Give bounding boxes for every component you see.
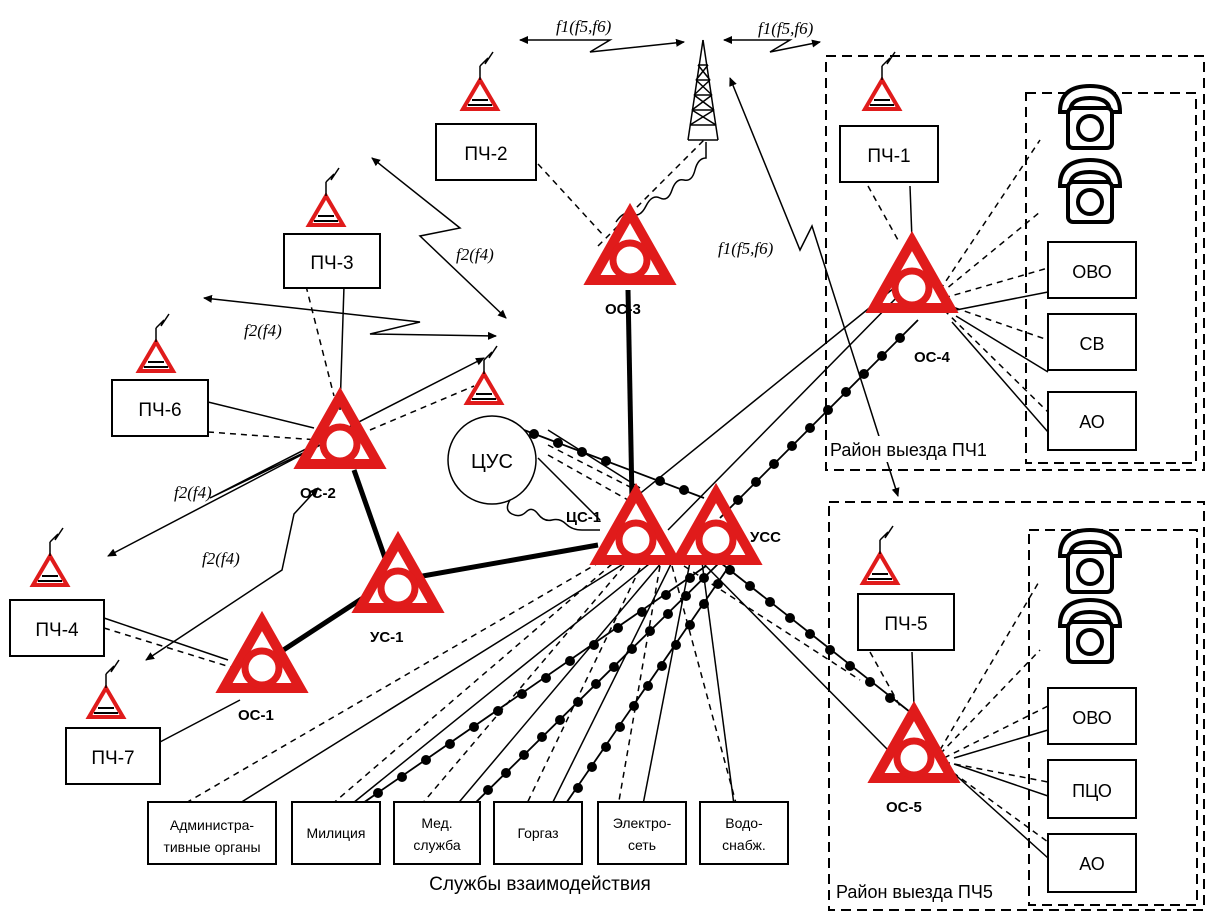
cs1-label: ЦС-1 bbox=[566, 509, 601, 526]
freq-label-f1-left: f1(f5,f6) bbox=[556, 17, 612, 36]
antenna-pch4-icon bbox=[31, 526, 69, 587]
uss-label: УСС bbox=[750, 529, 781, 546]
svg-text:снабж.: снабж. bbox=[722, 837, 766, 853]
subscriber-ao-5: АО bbox=[1047, 833, 1137, 893]
svg-text:АО: АО bbox=[1079, 412, 1105, 432]
station-pch7: ПЧ-7 bbox=[65, 727, 161, 785]
district-1-frame bbox=[825, 55, 1205, 471]
service-gas: Горгаз bbox=[493, 801, 583, 865]
services-caption: Службы взаимодействия bbox=[429, 874, 651, 895]
subscriber-ovo-1: ОВО bbox=[1047, 241, 1137, 299]
freq-label-f1-diag: f1(f5,f6) bbox=[718, 239, 774, 258]
svg-text:Горгаз: Горгаз bbox=[517, 825, 558, 841]
svg-text:СВ: СВ bbox=[1079, 334, 1104, 354]
svg-text:тивные органы: тивные органы bbox=[163, 839, 260, 855]
station-pch6: ПЧ-6 bbox=[111, 379, 209, 437]
antenna-pch5-icon bbox=[861, 524, 899, 585]
os1-node-icon bbox=[224, 621, 300, 688]
os2-label: ОС-2 bbox=[300, 485, 336, 502]
freq-label-f2-left: f2(f4) bbox=[174, 483, 212, 502]
antenna-pch2-icon bbox=[461, 50, 499, 111]
os3-label: ОС-3 bbox=[605, 301, 641, 318]
svg-text:Водо-: Водо- bbox=[725, 815, 763, 831]
svg-text:ПЧ-1: ПЧ-1 bbox=[867, 146, 910, 167]
wavy-link-cus-cs1 bbox=[506, 499, 600, 531]
os4-node-icon bbox=[874, 241, 950, 308]
os5-node-icon bbox=[876, 711, 952, 778]
svg-text:Милиция: Милиция bbox=[307, 825, 366, 841]
telephone-icon bbox=[1058, 158, 1122, 224]
subscriber-ao-1: АО bbox=[1047, 391, 1137, 451]
antenna-cus-icon bbox=[465, 344, 503, 405]
district-5-frame bbox=[828, 501, 1205, 911]
svg-text:Мед.: Мед. bbox=[421, 815, 452, 831]
subscriber-ovo-5: ОВО bbox=[1047, 687, 1137, 745]
svg-text:Электро-: Электро- bbox=[613, 815, 672, 831]
telephone-icon bbox=[1058, 84, 1122, 150]
subscriber-pco-5: ПЦО bbox=[1047, 759, 1137, 819]
station-pch4: ПЧ-4 bbox=[9, 599, 105, 657]
antenna-pch1-icon bbox=[863, 50, 901, 111]
os5-label: ОС-5 bbox=[886, 799, 922, 816]
os1-label: ОС-1 bbox=[238, 707, 274, 724]
subscriber-sv-1: СВ bbox=[1047, 313, 1137, 371]
cs1-node-icon bbox=[598, 493, 674, 560]
bead-links bbox=[349, 319, 919, 813]
svg-text:ПЧ-3: ПЧ-3 bbox=[310, 253, 353, 274]
antenna-pch3-icon bbox=[307, 166, 345, 227]
antenna-pch6-icon bbox=[137, 312, 175, 373]
district-5-label: Район выезда ПЧ5 bbox=[836, 882, 993, 902]
svg-text:ПЧ-6: ПЧ-6 bbox=[138, 400, 181, 421]
station-pch5: ПЧ-5 bbox=[857, 593, 955, 651]
svg-text:ПЧ-2: ПЧ-2 bbox=[464, 144, 507, 165]
telephone-icon bbox=[1058, 598, 1122, 664]
os4-label: ОС-4 bbox=[914, 349, 950, 366]
freq-label-f2-upper: f2(f4) bbox=[456, 245, 494, 264]
cus-circle bbox=[447, 415, 537, 505]
svg-text:ОВО: ОВО bbox=[1072, 262, 1111, 282]
svg-text:сеть: сеть bbox=[628, 837, 656, 853]
svg-text:служба: служба bbox=[413, 837, 461, 853]
district-1-label: Район выезда ПЧ1 bbox=[830, 440, 987, 460]
trunk-lines bbox=[260, 289, 635, 667]
svg-text:АО: АО bbox=[1079, 854, 1105, 874]
svg-text:ПЦО: ПЦО bbox=[1072, 781, 1112, 801]
svg-text:ОВО: ОВО bbox=[1072, 708, 1111, 728]
freq-label-f2-low: f2(f4) bbox=[202, 549, 240, 568]
service-power: Электро- сеть bbox=[597, 801, 687, 865]
uss-node-icon bbox=[678, 493, 754, 560]
station-pch3: ПЧ-3 bbox=[283, 233, 381, 289]
svg-text:Администра-: Администра- bbox=[170, 817, 254, 833]
antenna-pch7-icon bbox=[87, 658, 125, 719]
service-admin: Администра- тивные органы bbox=[147, 801, 277, 865]
svg-text:ПЧ-5: ПЧ-5 bbox=[884, 614, 927, 635]
os2-node-icon bbox=[302, 397, 378, 464]
svg-text:ПЧ-4: ПЧ-4 bbox=[35, 620, 79, 641]
service-water: Водо- снабж. bbox=[699, 801, 789, 865]
telephone-icon bbox=[1058, 528, 1122, 594]
service-medical: Мед. служба bbox=[393, 801, 481, 865]
freq-label-f1-right: f1(f5,f6) bbox=[758, 19, 814, 38]
station-pch2: ПЧ-2 bbox=[435, 123, 537, 181]
freq-label-f2-mid: f2(f4) bbox=[244, 321, 282, 340]
cus-label: ЦУС bbox=[471, 451, 513, 473]
radio-tower-icon bbox=[687, 39, 719, 141]
service-police: Милиция bbox=[291, 801, 381, 865]
station-pch1: ПЧ-1 bbox=[839, 125, 939, 183]
svg-text:ПЧ-7: ПЧ-7 bbox=[91, 748, 134, 769]
us1-label: УС-1 bbox=[370, 629, 404, 646]
os3-node-icon bbox=[592, 213, 668, 280]
